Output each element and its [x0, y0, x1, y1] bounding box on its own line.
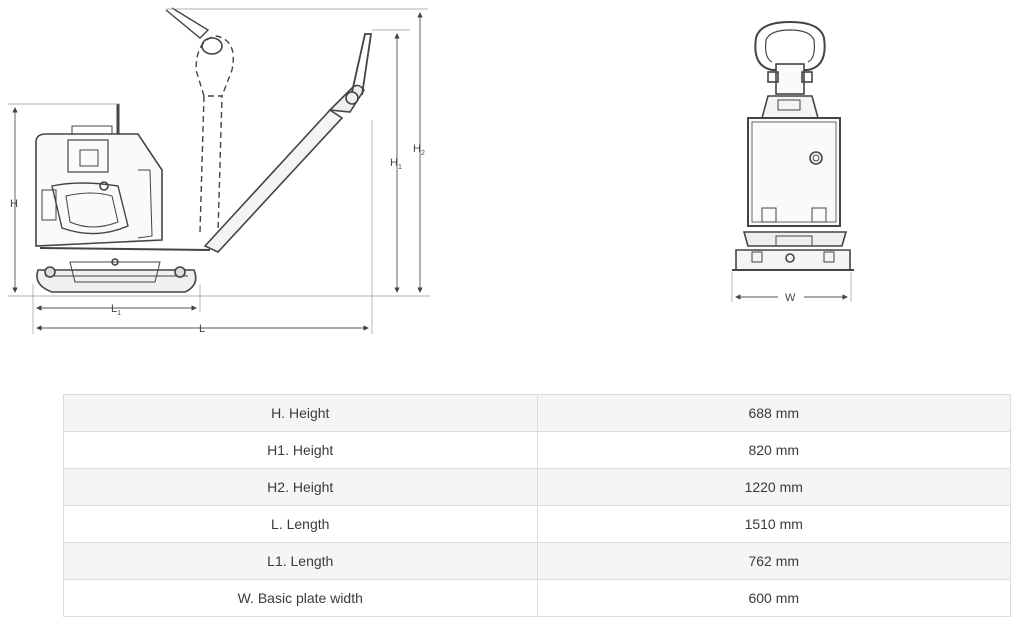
spec-value: 820 mm: [536, 431, 1011, 469]
spec-label: L1. Length: [63, 542, 538, 580]
front-view: [732, 20, 854, 271]
front-view-dimensions: [731, 272, 852, 302]
spec-value: 600 mm: [536, 579, 1011, 617]
spec-label: H. Height: [63, 394, 538, 432]
dim-label-l1: L1: [111, 303, 121, 317]
spec-value: 688 mm: [536, 394, 1011, 432]
side-view: [8, 7, 430, 297]
side-view-dimensions: [8, 8, 428, 334]
spec-label: L. Length: [63, 505, 538, 543]
dim-label-l: L: [199, 323, 205, 335]
dim-label-h: H: [10, 198, 18, 210]
dim-label-h2: H2: [413, 143, 425, 157]
spec-value: 1220 mm: [536, 468, 1011, 506]
spec-value: 1510 mm: [536, 505, 1011, 543]
dim-label-h1: H1: [390, 157, 402, 171]
spec-value: 762 mm: [536, 542, 1011, 580]
spec-label: W. Basic plate width: [63, 579, 538, 617]
compactor-dimension-drawing: H H1 H2 L1 L W: [8, 7, 854, 335]
spec-label: H2. Height: [63, 468, 538, 506]
dim-label-w: W: [785, 292, 796, 304]
spec-label: H1. Height: [63, 431, 538, 469]
